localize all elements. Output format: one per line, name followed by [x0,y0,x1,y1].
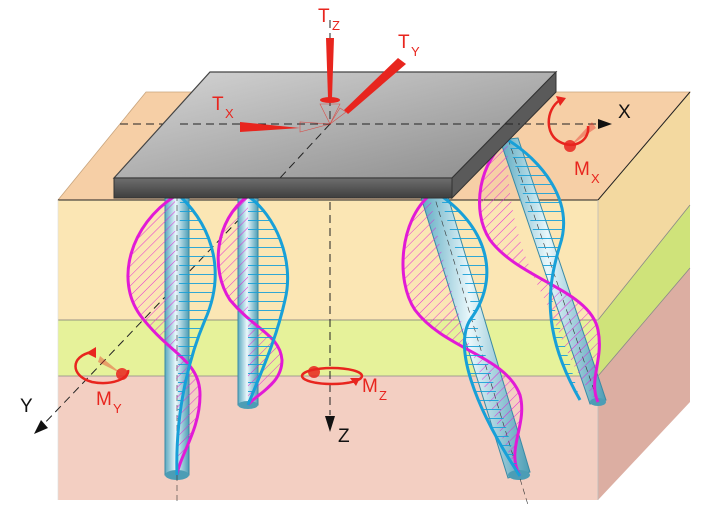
svg-text:M: M [574,159,590,180]
axis-x-arrowhead [598,119,612,129]
moment-mz-symbol [300,366,364,386]
force-tx-arrow [240,122,300,132]
label-mx: M X [574,159,600,186]
svg-text:Z: Z [332,18,340,33]
label-tx: T X [212,94,234,121]
label-my: M Y [96,389,122,416]
svg-text:Y: Y [411,44,420,59]
svg-text:T: T [318,6,330,27]
svg-text:M: M [96,389,112,410]
moment-my-symbol [74,347,130,385]
force-ty-arrow [344,58,406,114]
label-tz: T Z [318,6,340,33]
axis-y-arrowhead [34,420,48,434]
label-ty: T Y [398,32,420,59]
pile-cap-side [451,70,557,200]
force-tz-arrow [320,38,340,103]
svg-text:Z: Z [379,388,387,403]
pile-right-front-moment-diagram [401,193,524,477]
origin-cones [299,103,347,133]
svg-text:X: X [591,171,600,186]
pile-cap-front [113,177,453,199]
svg-text:T: T [212,94,224,115]
svg-text:Y: Y [113,401,122,416]
soil-side-layer-2 [598,205,690,376]
svg-text:X: X [225,106,234,121]
soil-front-layer-2 [58,320,598,376]
svg-text:M: M [362,376,378,397]
pile-right-rear-moment-diagram [478,138,601,403]
svg-text:T: T [398,32,410,53]
label-mz: M Z [362,376,387,403]
label-axis-z: Z [338,426,350,447]
label-axis-x: X [618,102,631,123]
pile-left-front-moment-diagram [126,194,217,476]
soil-side-layer-1 [598,92,690,320]
pile-cap [112,70,558,200]
axis-z-arrowhead [325,416,335,432]
moment-mx-symbol [547,96,596,152]
pile-left-rear-moment-diagram [216,194,290,406]
label-axis-y: Y [20,396,33,417]
soil-side-layer-3 [598,268,690,500]
